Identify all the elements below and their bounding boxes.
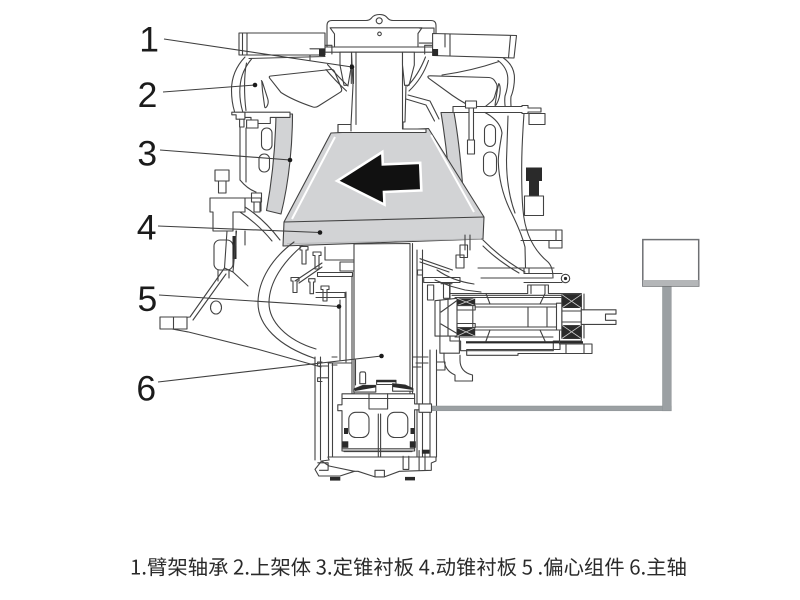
- svg-text:5: 5: [138, 279, 158, 319]
- svg-text:6: 6: [136, 369, 156, 409]
- svg-text:4: 4: [137, 207, 157, 247]
- svg-text:2: 2: [138, 75, 158, 115]
- svg-text:3: 3: [137, 133, 157, 173]
- svg-text:1: 1: [139, 20, 159, 60]
